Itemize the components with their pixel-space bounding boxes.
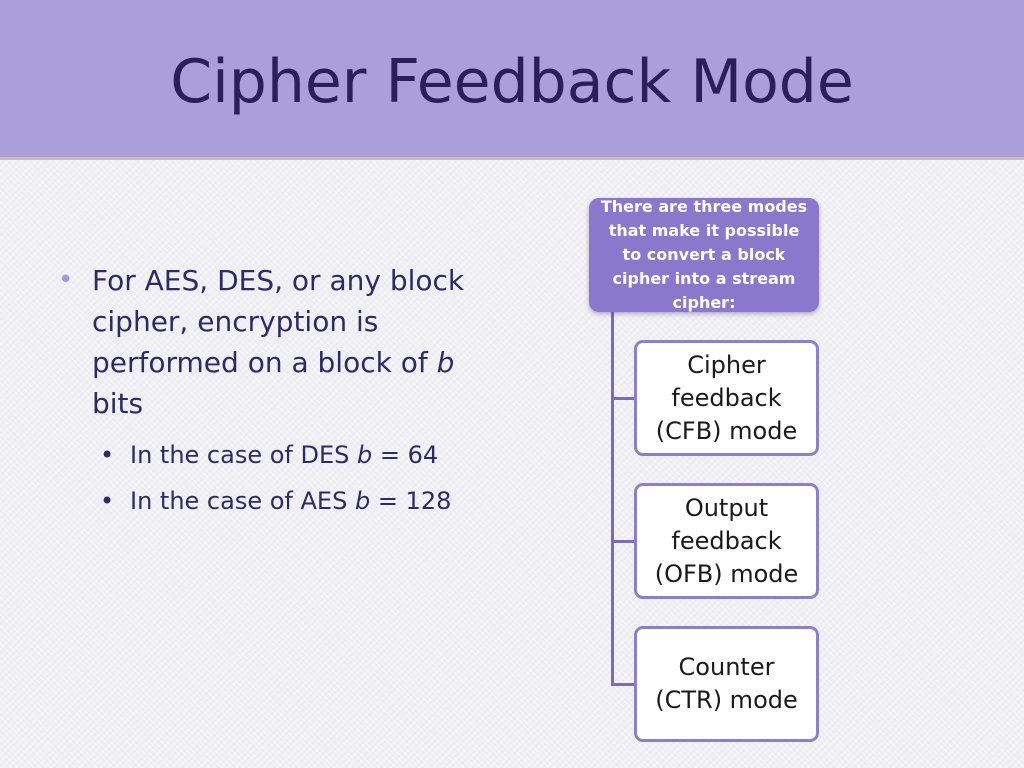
mode-label-ofb: Output feedback (OFB) mode [654, 493, 799, 588]
bullet-main-tail: bits [92, 387, 144, 420]
diagram-connector-vertical [611, 312, 614, 686]
bullet-dot-icon: • [58, 265, 74, 295]
bullet-list: • For AES, DES, or any block cipher, enc… [58, 260, 498, 516]
bullet-des-suffix: = 64 [372, 441, 439, 469]
bullet-aes-suffix: = 128 [370, 487, 452, 515]
slide-title: Cipher Feedback Mode [170, 47, 854, 117]
diagram-connector-cfb [611, 397, 636, 400]
mode-label-ctr: Counter (CTR) mode [655, 653, 798, 714]
diagram-header-box: There are three modes that make it possi… [589, 197, 819, 312]
bullet-des-variable: b [357, 441, 373, 469]
bullet-des-prefix: In the case of DES [130, 441, 358, 469]
bullet-aes-variable: b [354, 487, 371, 515]
bullet-item-aes: • In the case of AES b = 128 [58, 486, 498, 516]
bullet-item-des: • In the case of DES b = 64 [58, 440, 498, 470]
mode-box-cfb: Cipher feedback (CFB) mode [634, 340, 819, 456]
diagram-connector-ofb [611, 540, 636, 543]
mode-label-cfb: Cipher feedback (CFB) mode [655, 350, 798, 445]
bullet-dot-icon: • [100, 487, 115, 515]
diagram-connector-ctr [611, 683, 636, 686]
bullet-dot-icon: • [100, 441, 115, 469]
mode-box-ctr: Counter (CTR) mode [634, 626, 819, 742]
bullet-item-main: • For AES, DES, or any block cipher, enc… [58, 260, 498, 424]
mode-box-ofb: Output feedback (OFB) mode [634, 483, 819, 599]
bullet-aes-prefix: In the case of AES [130, 487, 355, 515]
bullet-main-text: For AES, DES, or any block cipher, encry… [92, 264, 465, 379]
bullet-main-variable: b [436, 346, 455, 379]
title-band: Cipher Feedback Mode [0, 0, 1024, 160]
